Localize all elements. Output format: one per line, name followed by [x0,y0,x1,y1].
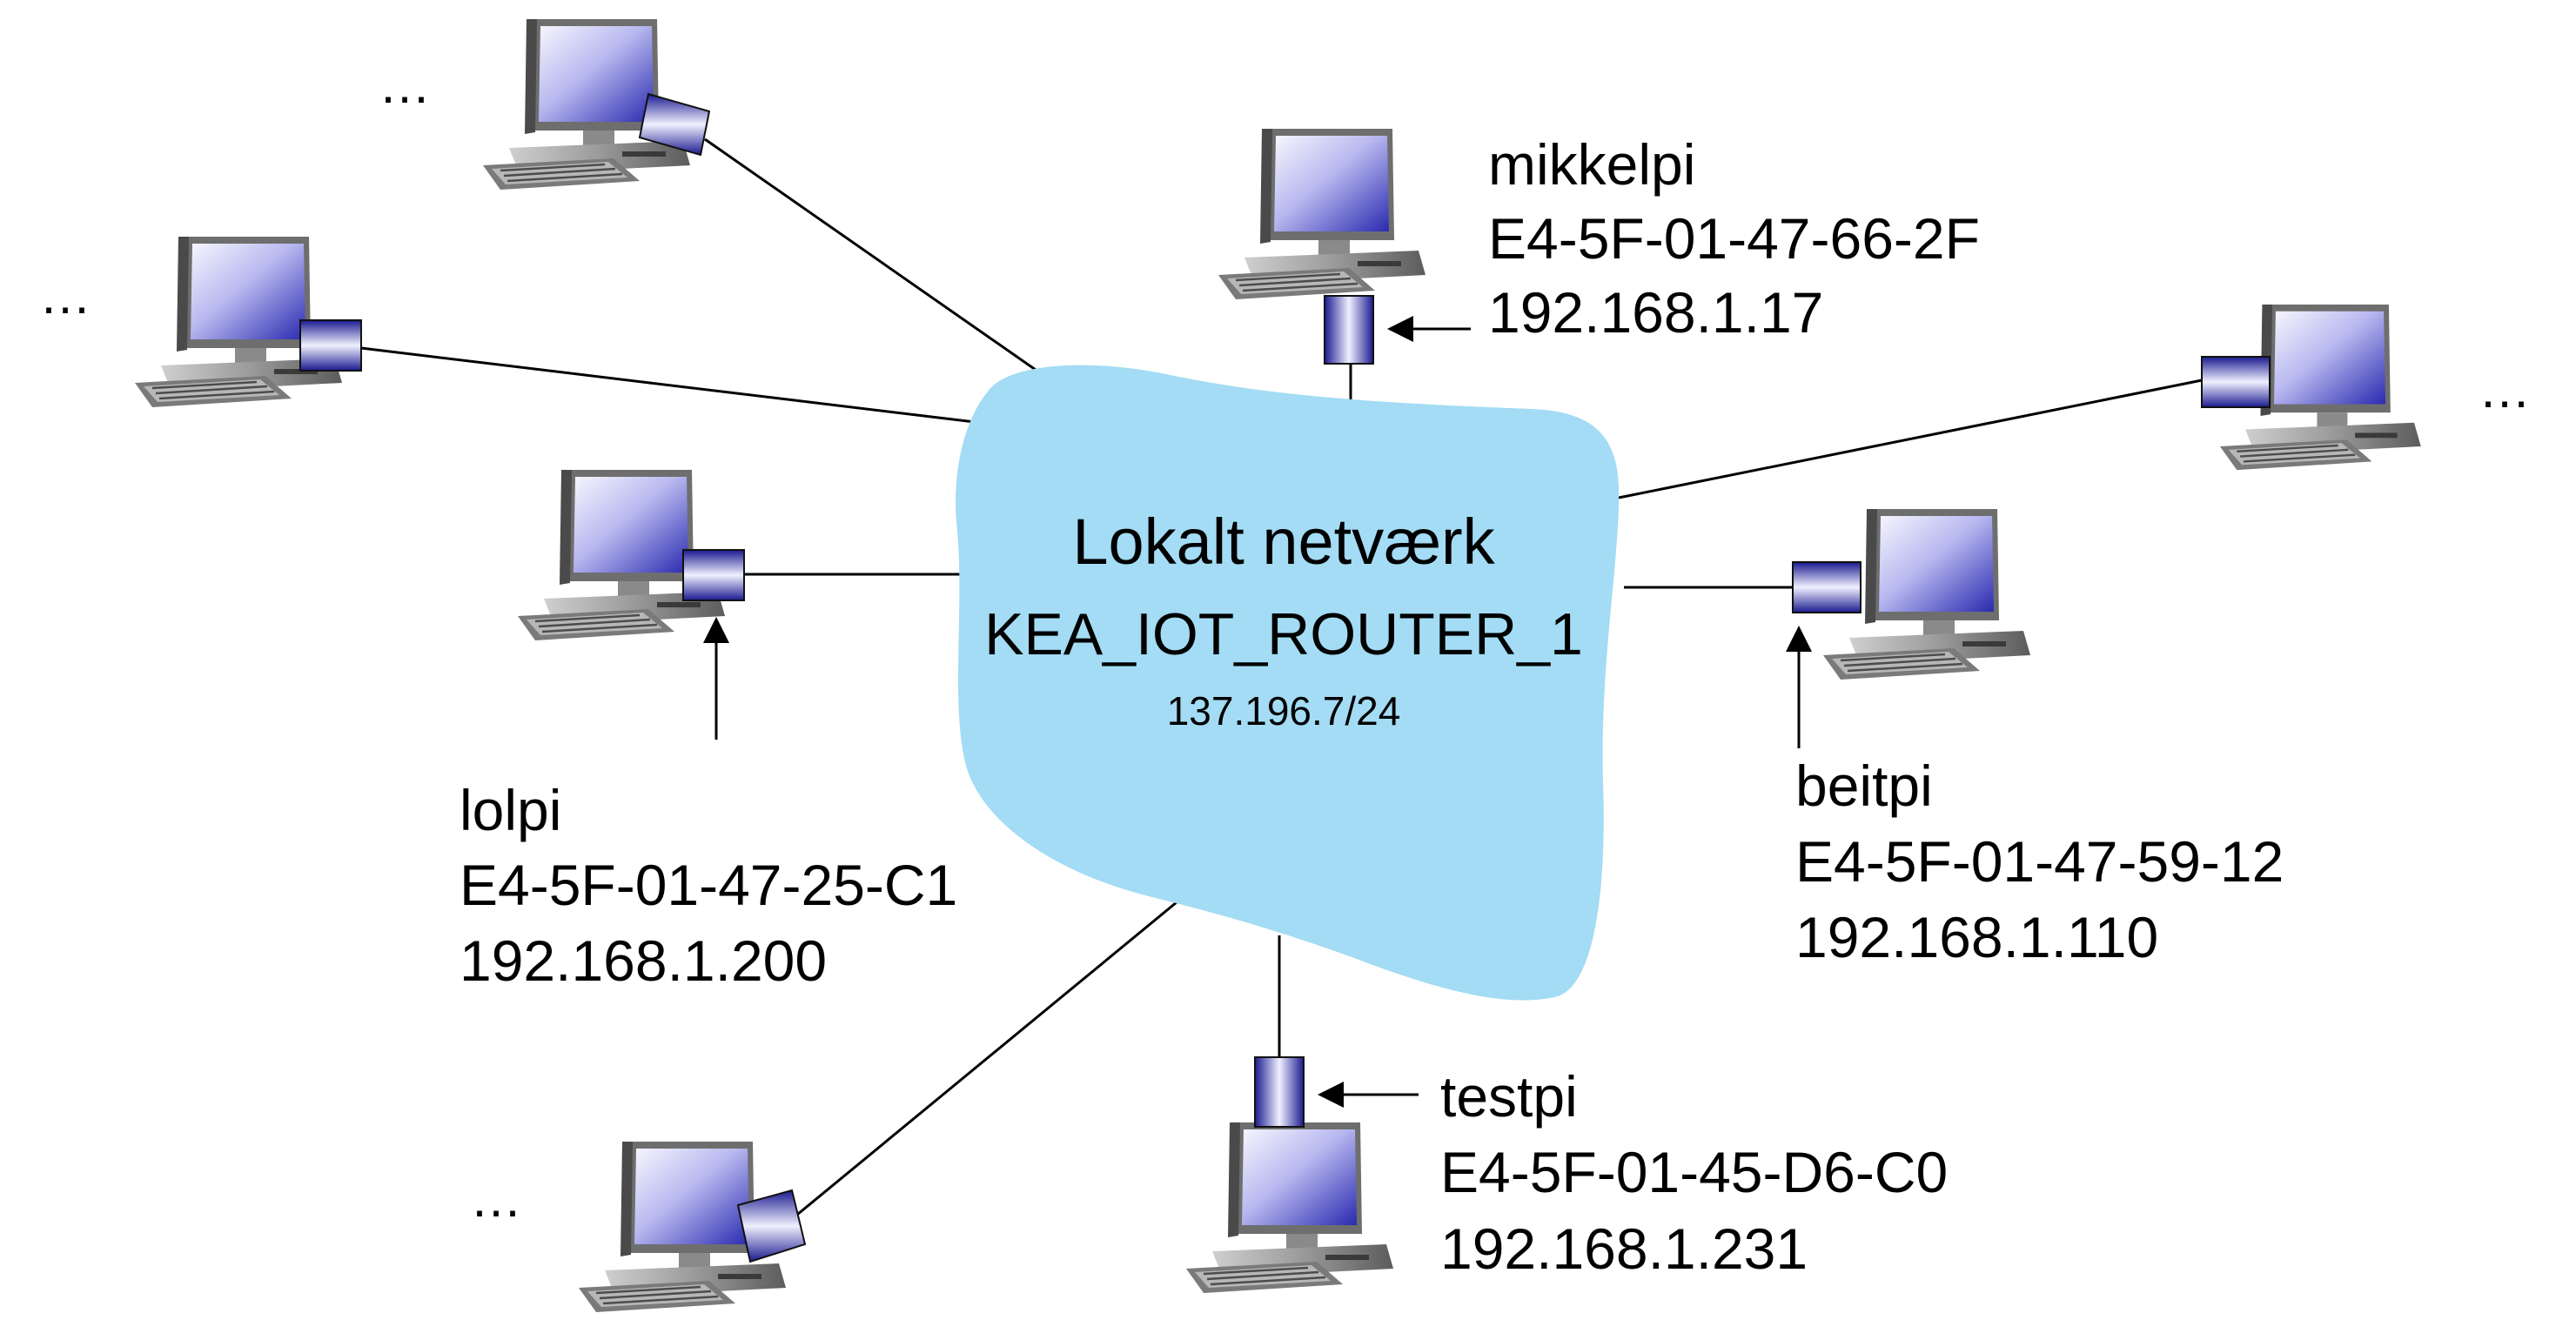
host-mac: E4-5F-01-47-66-2F [1488,206,1980,271]
link-top-left [704,137,1036,372]
network-adapter-icon [1324,295,1374,365]
host-name: mikkelpi [1488,132,1695,197]
router-name: KEA_IOT_ROUTER_1 [984,601,1583,667]
link-right-upper [1618,378,2207,499]
network-adapter-icon [1792,561,1862,613]
host-name: beitpi [1795,754,1933,818]
ellipsis-label: … [2479,360,2531,419]
network-adapter-icon [638,92,711,157]
connection-lines [360,137,2207,1224]
host-ip: 192.168.1.17 [1488,280,1823,345]
pointer-arrows [703,316,1812,1108]
host-ip: 192.168.1.110 [1795,905,2158,969]
link-left-upper [360,346,976,424]
network-adapter-icon [1254,1056,1305,1128]
lan-title: Lokalt netværk [1072,506,1495,578]
lan-cloud [956,365,1620,1001]
link-bottom-left [787,884,1197,1224]
host-name: testpi [1440,1064,1578,1129]
host-beitpi: beitpi E4-5F-01-47-59-12 192.168.1.110 [1795,754,2284,969]
desktop-computer-icon [1217,127,1427,301]
adapters [299,92,2271,1263]
host-mac: E4-5F-01-47-59-12 [1795,829,2284,894]
ellipsis-label: … [39,266,91,325]
network-adapter-icon [736,1189,807,1263]
host-ip: 192.168.1.200 [460,928,827,993]
network-adapter-icon [682,549,745,601]
host-mac: E4-5F-01-47-25-C1 [460,853,957,917]
ellipsis-label: … [379,56,431,114]
subnet-label: 137.196.7/24 [1167,688,1401,734]
ellipsis-label: … [470,1169,522,1228]
network-adapter-icon [299,319,362,372]
network-adapter-icon [2201,356,2271,408]
host-lolpi: lolpi E4-5F-01-47-25-C1 192.168.1.200 [460,778,957,993]
host-name: lolpi [460,778,561,842]
host-mikkelpi: mikkelpi E4-5F-01-47-66-2F 192.168.1.17 [1488,132,1980,345]
host-testpi: testpi E4-5F-01-45-D6-C0 192.168.1.231 [1440,1064,1948,1281]
host-ip: 192.168.1.231 [1440,1216,1808,1281]
desktop-computer-icon [1184,1121,1395,1295]
host-mac: E4-5F-01-45-D6-C0 [1440,1140,1948,1204]
